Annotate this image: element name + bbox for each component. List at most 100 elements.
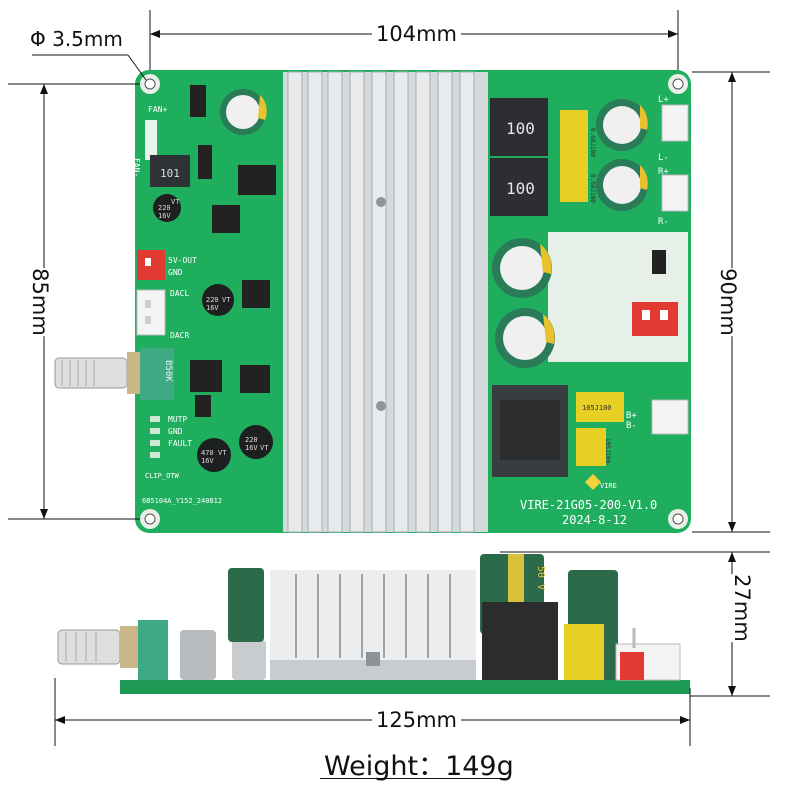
inductor-100-bottom: 100 (490, 158, 548, 216)
svg-text:220: 220 (206, 296, 219, 304)
label-r-minus: R- (658, 217, 669, 227)
white-silkscreen-fan (145, 120, 157, 160)
label-l-plus: L+ (658, 95, 669, 105)
svg-text:VT: VT (218, 449, 227, 457)
capacitor-small-220: 220 16V VT (153, 194, 181, 222)
right-height-label: 90mm (715, 268, 740, 336)
film-cap-3: 105J100 (576, 392, 624, 422)
model-label: VIRE-21G05-200-V1.0 (520, 498, 657, 512)
side-height-label: 27mm (729, 574, 754, 642)
svg-text:105J100: 105J100 (604, 438, 611, 464)
capacitor-mid-220: 220 16V VT (202, 284, 234, 316)
label-gnd: GND (168, 268, 183, 277)
svg-text:105J100: 105J100 (582, 404, 612, 412)
side-film-cap (564, 624, 604, 680)
hole-diameter-label: Φ 3.5mm (30, 27, 123, 51)
connector-5v-out (137, 250, 165, 280)
brand-logo: VIRE (585, 474, 617, 490)
mounting-hole-br (668, 509, 688, 529)
film-cap-4: 105J100 (576, 428, 611, 466)
svg-text:16V: 16V (201, 457, 214, 465)
svg-text:220: 220 (158, 204, 171, 212)
mounting-hole-tr (668, 74, 688, 94)
label-r-plus: R+ (658, 167, 669, 177)
chip-c (238, 165, 276, 195)
weight-label: Weight：149g (324, 751, 514, 782)
label-l-minus: L- (658, 153, 669, 163)
pcb-side (120, 680, 690, 694)
chip-d (212, 205, 240, 233)
side-cap-c (228, 568, 264, 642)
speaker-connector-b (651, 399, 689, 435)
inductor-100-top: 100 (490, 98, 548, 156)
svg-text:50 V: 50 V (535, 566, 546, 590)
top-width-label: 104mm (372, 22, 461, 46)
side-cap-a (180, 630, 216, 680)
chip-h (195, 395, 211, 417)
side-cap-b (232, 640, 266, 680)
date-label: 2024-8-12 (562, 513, 627, 527)
capacitor-top-left (220, 89, 267, 135)
side-potentiometer (57, 620, 168, 680)
chip-a (190, 85, 206, 117)
svg-text:16V: 16V (206, 304, 219, 312)
dark-inductor-small: 101 (150, 155, 190, 187)
chip-e (242, 280, 270, 308)
svg-text:100: 100 (506, 119, 535, 138)
svg-text:16V: 16V (245, 444, 258, 452)
chip-g (240, 365, 270, 393)
chip-f (190, 360, 222, 392)
mounting-hole-tl (140, 74, 160, 94)
connector-dac (136, 289, 166, 336)
svg-text:0.68J100: 0.68J100 (589, 128, 596, 157)
left-height-label: 85mm (27, 268, 52, 336)
part-number-label: 6B5104A_Y152_240812 (142, 497, 222, 505)
heatsink-top (283, 71, 488, 533)
side-connector (615, 628, 681, 681)
svg-text:VT: VT (260, 444, 269, 452)
capacitor-470: 470 16V VT (197, 438, 231, 472)
side-inductor (482, 602, 558, 680)
svg-text:VIRE: VIRE (600, 482, 617, 490)
power-connector-red (632, 302, 678, 336)
svg-text:0.68J100: 0.68J100 (589, 174, 596, 203)
film-cap-2: 0.68J100 (560, 156, 596, 203)
label-b-plus: B+ (626, 411, 637, 421)
label-dacr: DACR (170, 331, 189, 340)
led-indicators (150, 416, 160, 458)
chip-b (198, 145, 212, 179)
side-view-board: 50 V (54, 551, 770, 746)
output-inductor (492, 385, 568, 477)
top-view-board: FAN+ FAN- 101 220 16V VT 5V-OUT GND DACL… (8, 10, 770, 533)
svg-text:100: 100 (506, 179, 535, 198)
mounting-hole-bl (140, 509, 160, 529)
svg-text:VT: VT (171, 198, 180, 206)
weight-underline (320, 778, 506, 779)
white-silkscreen-area (548, 232, 688, 362)
chip-right (652, 250, 666, 274)
label-mutp: MUTP (168, 415, 187, 424)
label-dacl: DACL (170, 289, 189, 298)
label-5v-out: 5V-OUT (168, 256, 197, 265)
fan-minus-label: FAN- (132, 158, 141, 177)
svg-text:470: 470 (201, 449, 214, 457)
svg-text:16V: 16V (158, 212, 171, 220)
svg-text:B50K: B50K (163, 360, 173, 382)
potentiometer-b50k: B50K (54, 348, 174, 400)
capacitor-bulk-2 (495, 308, 555, 368)
svg-text:220: 220 (245, 436, 258, 444)
label-clip-otw: CLIP_OTW (145, 472, 180, 480)
label-b-minus: B- (626, 421, 637, 431)
fan-plus-label: FAN+ (148, 105, 167, 114)
svg-text:101: 101 (160, 167, 180, 180)
speaker-connector-l (661, 104, 689, 142)
svg-text:VT: VT (222, 296, 231, 304)
capacitor-bulk-1 (492, 238, 552, 298)
capacitor-right-top (596, 99, 648, 151)
film-cap-1: 0.68J100 (560, 110, 596, 157)
label-fault: FAULT (168, 439, 192, 448)
side-length-label: 125mm (372, 708, 461, 732)
capacitor-right-mid (596, 159, 648, 211)
label-gnd2: GND (168, 427, 183, 436)
side-heatsink (270, 570, 476, 680)
